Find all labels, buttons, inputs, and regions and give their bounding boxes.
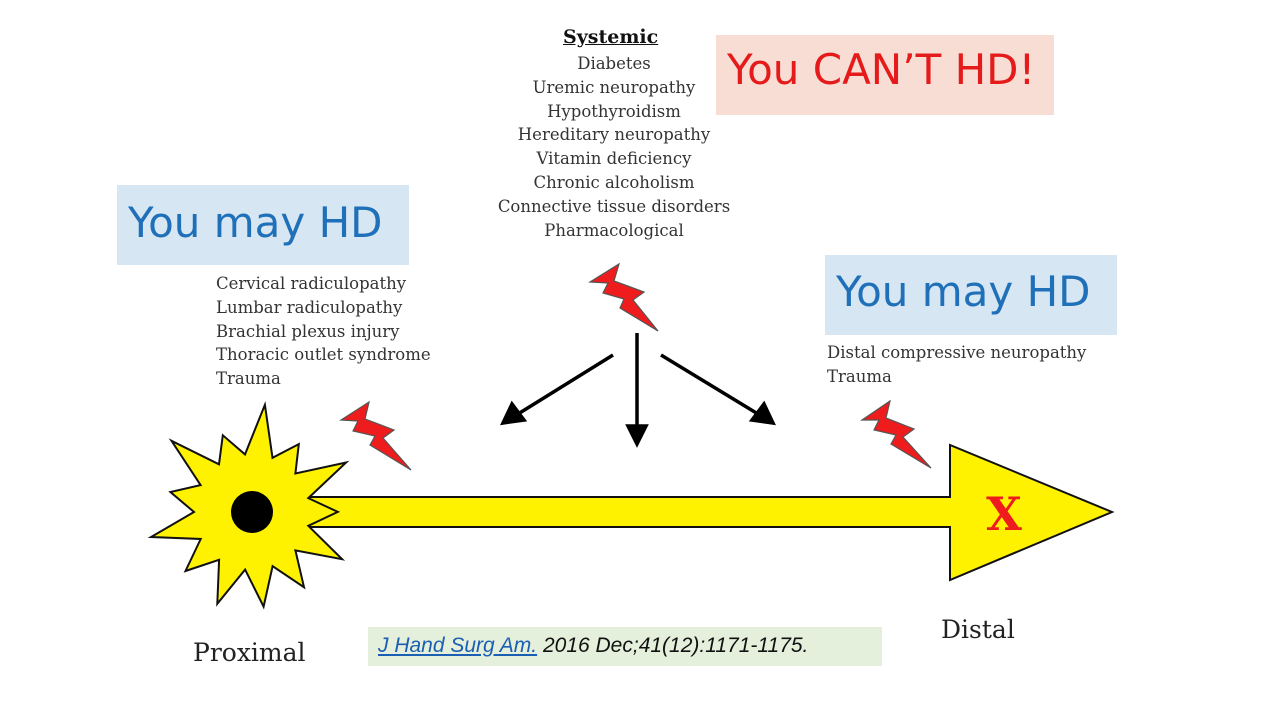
systemic-cause-item: Vitamin deficiency [536,149,692,169]
lightning-bolt-proximal [339,400,412,471]
systemic-cause-item: Connective tissue disorders [497,196,731,216]
distal-label: Distal [941,615,1015,644]
proximal-cause-item: Trauma [216,369,281,389]
distal-cause-item: Trauma [827,366,892,386]
proximal-label: Proximal [193,638,306,667]
may-hd-callout-proximal: You may HD [117,185,409,265]
may-hd-callout-distal: You may HD [825,255,1117,335]
nerve-axon-arrow [299,443,1115,582]
proximal-cause-item: Cervical radiculopathy [216,274,407,293]
systemic-cause-item: Diabetes [577,54,651,73]
systemic-arrows [500,333,776,448]
systemic-cause-item: Hypothyroidism [547,101,681,121]
citation-box: J Hand Surg Am. 2016 Dec;41(12):1171-117… [368,627,882,666]
systemic-cause-item: Hereditary neuropathy [517,125,711,145]
systemic-title: Systemic [563,26,659,48]
distal-cause-item: Distal compressive neuropathy [827,343,1087,362]
distal-lesion-mark: X [986,487,1022,541]
citation-details: 2016 Dec;41(12):1171-1175. [542,634,809,657]
cant-hd-callout: You CAN’T HD! [716,35,1054,115]
systemic-cause-item: Uremic neuropathy [532,77,696,97]
proximal-cause-item: Thoracic outlet syndrome [216,345,431,365]
systemic-cause-item: Pharmacological [544,220,684,240]
proximal-cause-item: Brachial plexus injury [216,321,400,341]
nucleus-dot [231,491,273,533]
proximal-cause-item: Lumbar radiculopathy [216,297,403,317]
systemic-cause-item: Chronic alcoholism [533,172,695,192]
lightning-bolt-systemic [588,262,659,332]
lightning-bolt-distal [860,399,932,469]
citation-journal-link[interactable]: J Hand Surg Am. [378,634,538,657]
